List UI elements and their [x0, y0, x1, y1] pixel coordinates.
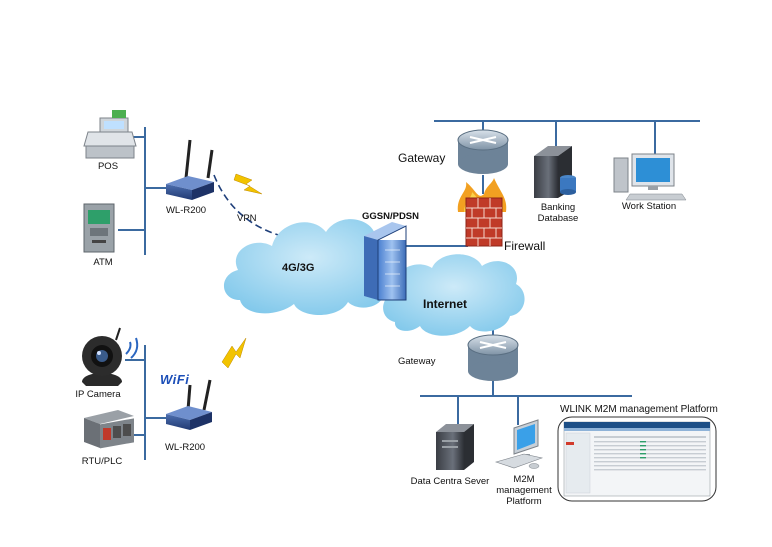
router-bottom-label: WL-R200 [164, 442, 206, 453]
firewall-icon [457, 178, 507, 247]
banking-database-server-icon [534, 146, 576, 198]
platform-screenshot-panel [557, 416, 717, 502]
data-center-label: Data Centra Sever [410, 476, 490, 487]
m2m-platform-label: M2M management Platform [496, 474, 551, 507]
router-top-label: WL-R200 [165, 205, 207, 216]
ip-camera-icon [82, 327, 139, 386]
workstation-label: Work Station [621, 201, 677, 212]
router-top-icon [166, 139, 214, 200]
connection-lines [118, 120, 700, 460]
atm-label: ATM [93, 257, 113, 268]
banking-database-label-line2: Database [537, 213, 579, 224]
workstation-icon [613, 153, 687, 201]
firewall-label: Firewall [504, 239, 546, 253]
gateway-top-label: Gateway [398, 151, 446, 165]
lightning-bolt-bottom-icon [221, 337, 247, 369]
banking-database-label: Banking Database [538, 202, 579, 224]
m2m-label-line3: Platform [506, 496, 542, 507]
cloud-4g3g-label: 4G/3G [282, 262, 315, 274]
gateway-bottom-label: Gateway [398, 356, 436, 367]
platform-title: WLINK M2M management Platform [560, 404, 718, 415]
rtu-plc-icon [84, 410, 134, 449]
rtu-plc-label: RTU/PLC [81, 456, 123, 467]
ggsn-pdsn-label: GGSN/PDSN [362, 211, 420, 222]
banking-database-label-line1: Banking [540, 202, 576, 213]
pos-label: POS [97, 161, 119, 172]
m2m-workstation-icon [494, 419, 544, 469]
ggsn-pdsn-server [364, 222, 407, 301]
ip-camera-label: IP Camera [75, 389, 121, 400]
wifi-label: WiFi [160, 372, 190, 387]
m2m-label-line1: M2M [513, 474, 535, 485]
vpn-label: VPN [237, 213, 257, 224]
gateway-bottom-icon [467, 334, 519, 381]
gateway-top-icon [457, 129, 509, 174]
pos-terminal-icon [83, 110, 137, 159]
internet-label: Internet [423, 297, 468, 311]
m2m-label-line2: management [496, 485, 552, 496]
router-bottom-icon [166, 379, 212, 430]
lightning-bolt-top-icon [233, 173, 263, 195]
atm-icon [83, 203, 115, 253]
cloud-internet [383, 254, 525, 336]
data-center-server-icon [436, 424, 474, 470]
cloud-4g3g [223, 219, 396, 315]
